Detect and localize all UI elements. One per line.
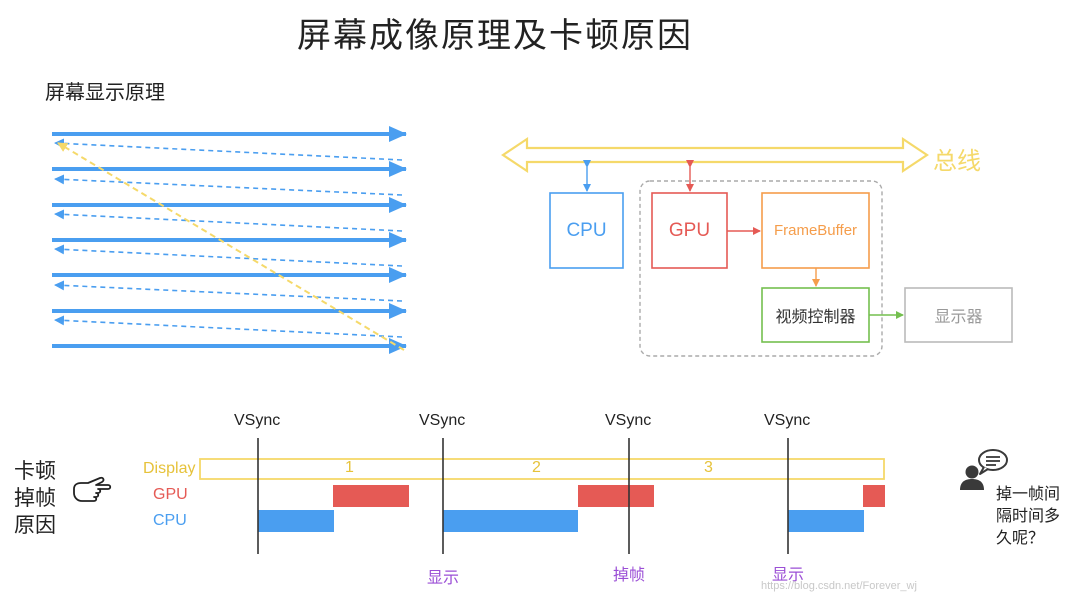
gpu-subsystem-group [639, 180, 883, 357]
retrace-line [54, 244, 403, 267]
retrace-lines [54, 138, 403, 338]
vsync-label: VSync [419, 412, 466, 429]
video-controller-box [761, 287, 870, 343]
scan-lines [52, 126, 407, 354]
retrace-line [54, 209, 403, 232]
cpu-box [549, 192, 624, 269]
display-mark-label: 显示 [772, 565, 805, 584]
cpu-work-bar [258, 510, 334, 532]
cpu-work-bar [443, 510, 578, 532]
display-device-box-label: 显示器 [934, 307, 983, 326]
bus-label: 总线 [933, 147, 981, 175]
gpu-box-label: GPU [668, 219, 711, 241]
cpu-row-label: CPU [153, 512, 187, 529]
gpu-work-bar [863, 485, 885, 507]
gpu-work-bar [333, 485, 409, 507]
vertical-retrace-line [57, 142, 405, 351]
stutter-cause-lines: 卡顿 掉帧 原因 [14, 459, 56, 537]
dropped-frame-label: 掉帧 [613, 565, 646, 584]
bus-arrow [501, 136, 929, 174]
display-row-track [199, 458, 885, 480]
frame-number: 2 [532, 459, 541, 476]
vsync-label: VSync [764, 412, 811, 429]
retrace-line [54, 315, 403, 338]
pointing-hand-icon [73, 476, 112, 502]
framebuffer-box-label: FrameBuffer [773, 222, 858, 239]
video-controller-box-label: 视频控制器 [775, 307, 856, 326]
framebuffer-box [761, 192, 870, 269]
person-question-icon [960, 449, 1008, 490]
display-device-box [904, 287, 1013, 343]
scan-section-title: 屏幕显示原理 [45, 80, 165, 104]
retrace-line [54, 280, 403, 302]
cpu-work-bar [788, 510, 864, 532]
question-text: 掉一帧间 隔时间多 久呢？ [996, 483, 1060, 549]
gpu-box [651, 192, 728, 269]
stutter-cause-text: 卡顿 掉帧 原因 [14, 458, 56, 539]
retrace-line [54, 174, 403, 196]
watermark-text: https://blog.csdn.net/Forever_wj [761, 580, 917, 592]
gpu-row-label: GPU [153, 486, 188, 503]
vsync-label: VSync [605, 412, 652, 429]
frame-number: 1 [345, 459, 354, 476]
frame-number: 3 [704, 459, 713, 476]
page-title: 屏幕成像原理及卡顿原因 [297, 16, 693, 56]
retrace-line [54, 138, 403, 161]
display-mark-label: 显示 [427, 568, 460, 587]
gpu-work-bar [578, 485, 654, 507]
vsync-label: VSync [234, 412, 281, 429]
question-lines: 掉一帧间 隔时间多 久呢？ [996, 484, 1061, 547]
cpu-box-label: CPU [566, 219, 607, 241]
display-row-label: Display [143, 460, 196, 477]
